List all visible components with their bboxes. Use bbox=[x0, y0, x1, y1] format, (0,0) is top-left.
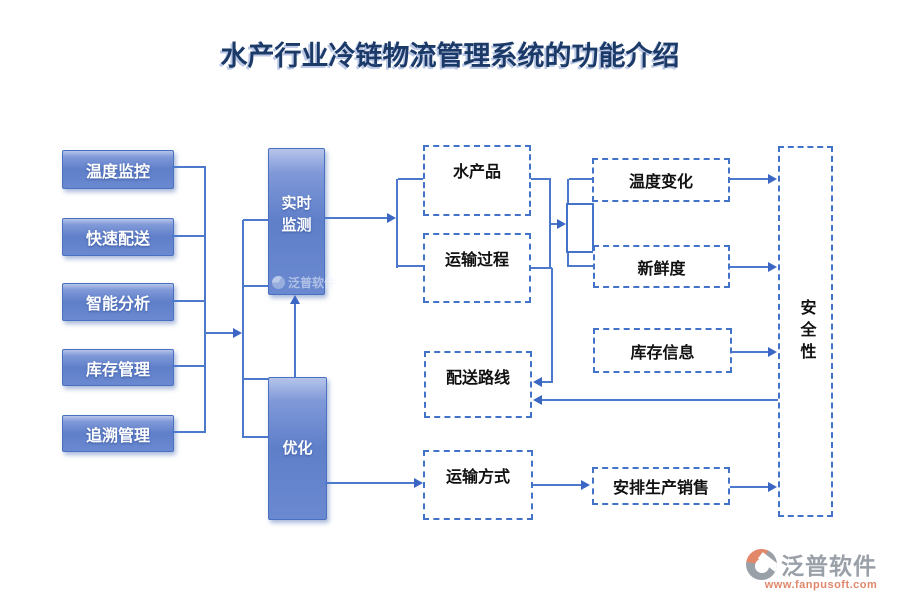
connector-line bbox=[243, 219, 268, 221]
brand-logo-icon bbox=[746, 548, 777, 580]
connector-line bbox=[542, 381, 553, 383]
node-aquatic-product: 水产品 bbox=[423, 145, 531, 216]
node-inventory-management: 库存管理 bbox=[62, 349, 174, 386]
arrowhead-icon bbox=[768, 482, 777, 492]
connector-trunk-left bbox=[204, 166, 206, 433]
connector-line bbox=[730, 178, 769, 180]
page-title: 水产行业冷链物流管理系统的功能介绍 bbox=[220, 41, 680, 72]
connector-splitter bbox=[396, 179, 398, 268]
arrowhead-icon bbox=[533, 395, 542, 405]
connector-line bbox=[325, 217, 388, 219]
connector-line bbox=[730, 486, 769, 488]
connector-line bbox=[243, 285, 268, 287]
node-optimize: 优化 bbox=[268, 377, 327, 520]
connector-line bbox=[172, 300, 205, 302]
connector-line bbox=[569, 178, 592, 180]
connector-line bbox=[206, 332, 234, 334]
node-freshness: 新鲜度 bbox=[593, 245, 730, 288]
brand-mark: 泛普软件 www.fanpusoft.com bbox=[746, 547, 896, 591]
arrowhead-icon bbox=[768, 347, 777, 357]
arrowhead-icon bbox=[533, 377, 542, 387]
connector-feedback bbox=[542, 399, 778, 401]
arrowhead-icon bbox=[768, 174, 777, 184]
node-realtime-monitoring-label: 实时监测 bbox=[281, 194, 312, 234]
connector-line bbox=[325, 482, 415, 484]
node-transport-mode: 运输方式 bbox=[423, 450, 533, 520]
arrowhead-icon bbox=[414, 478, 423, 488]
node-delivery-route: 配送路线 bbox=[424, 351, 532, 418]
connector-line bbox=[243, 378, 268, 380]
connector-line bbox=[243, 436, 268, 438]
node-temperature-monitoring: 温度监控 bbox=[62, 150, 174, 189]
arrowhead-icon bbox=[557, 219, 566, 229]
connector-trunk-middle bbox=[242, 220, 244, 438]
connector-merge bbox=[549, 178, 551, 269]
connector-line bbox=[398, 178, 423, 180]
brand-url: www.fanpusoft.com bbox=[764, 579, 878, 591]
node-transport-process: 运输过程 bbox=[423, 233, 531, 303]
node-intelligent-analysis: 智能分析 bbox=[62, 283, 174, 321]
connector-line bbox=[730, 266, 769, 268]
connector-line bbox=[172, 365, 205, 367]
connector-line bbox=[531, 267, 552, 269]
brand-name: 泛普软件 bbox=[781, 553, 877, 579]
connector-line bbox=[172, 431, 205, 433]
junction-node bbox=[566, 203, 594, 253]
connector-line bbox=[294, 303, 296, 377]
connector-line bbox=[569, 265, 593, 267]
connector-line bbox=[398, 265, 423, 267]
connector-line bbox=[551, 268, 553, 382]
connector-line bbox=[551, 223, 558, 225]
node-temperature-change: 温度变化 bbox=[592, 158, 730, 202]
connector-line bbox=[533, 484, 582, 486]
node-fast-delivery: 快速配送 bbox=[62, 218, 174, 256]
connector-line bbox=[531, 178, 550, 180]
arrowhead-icon bbox=[581, 480, 590, 490]
node-traceability-management: 追溯管理 bbox=[62, 415, 174, 452]
connector-line bbox=[172, 235, 205, 237]
node-inventory-info: 库存信息 bbox=[593, 328, 732, 373]
arrowhead-icon bbox=[290, 295, 300, 304]
node-safety-label: 安全性 bbox=[797, 298, 815, 365]
connector-line bbox=[172, 166, 205, 168]
node-safety: 安全性 bbox=[778, 146, 833, 517]
connector-line bbox=[732, 351, 769, 353]
arrowhead-icon bbox=[768, 262, 777, 272]
node-arrange-production-sales: 安排生产销售 bbox=[592, 467, 730, 505]
arrowhead-icon bbox=[387, 213, 396, 223]
arrowhead-icon bbox=[233, 328, 242, 338]
node-realtime-monitoring: 实时监测 bbox=[268, 148, 325, 295]
